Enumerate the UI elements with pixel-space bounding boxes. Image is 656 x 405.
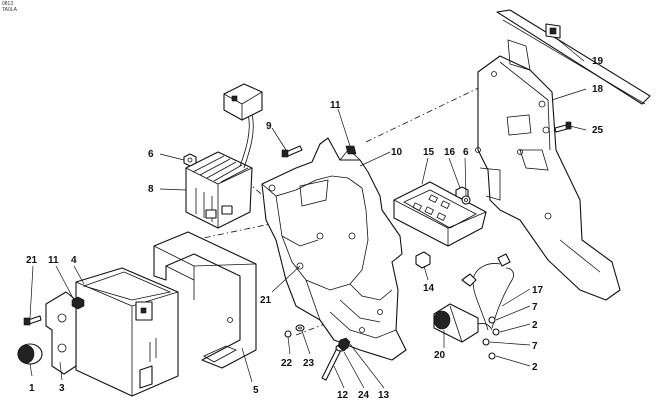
- screw-22: [284, 330, 292, 338]
- diagram-ref-code: 0813: [2, 1, 13, 7]
- callout-23: 23: [303, 358, 315, 369]
- callout-16: 16: [444, 147, 456, 158]
- fuse-box: [393, 181, 487, 247]
- callout-22: 22: [281, 358, 293, 369]
- callout-8: 8: [148, 184, 154, 195]
- callout-15: 15: [423, 147, 435, 158]
- nut-6-left: [183, 153, 197, 167]
- callout-9: 9: [266, 121, 272, 132]
- callout-1: 1: [29, 383, 35, 394]
- callout-12: 12: [337, 390, 349, 401]
- side-bracket: [45, 291, 77, 375]
- callout-21-mid: 21: [260, 295, 272, 306]
- callouts: 19 18 25 11 9 6 8 10 15 16 6 14 21 21 11…: [26, 56, 604, 401]
- starter-relay: [433, 303, 493, 343]
- leader-lines: [29, 37, 587, 389]
- callout-11-top: 11: [330, 100, 341, 111]
- callout-2-upper: 2: [532, 320, 538, 331]
- callout-3: 3: [59, 383, 65, 394]
- callout-7-upper: 7: [532, 302, 538, 313]
- electrical-tray: [261, 137, 407, 361]
- terminal-hardware: [482, 316, 500, 360]
- callout-19: 19: [592, 56, 604, 67]
- top-rail: [496, 9, 651, 105]
- callout-2-lower: 2: [532, 362, 538, 373]
- callout-21-left: 21: [26, 255, 38, 266]
- relay-wiring-17: [461, 253, 514, 331]
- callout-13: 13: [378, 390, 390, 401]
- battery-cover: [75, 267, 179, 397]
- callout-7-lower: 7: [532, 341, 538, 352]
- nut-13: [337, 337, 351, 351]
- callout-4: 4: [71, 255, 77, 266]
- screw-9: [281, 145, 303, 158]
- callout-18: 18: [592, 84, 604, 95]
- nut-11-left: [71, 296, 85, 310]
- clip-11-upper: [345, 145, 357, 155]
- callout-17: 17: [532, 285, 544, 296]
- regulator-harness: [223, 83, 263, 169]
- callout-14: 14: [423, 283, 435, 294]
- callout-24: 24: [358, 390, 370, 401]
- grommet-14: [415, 251, 431, 269]
- callout-20: 20: [434, 350, 446, 361]
- callout-11-left: 11: [48, 255, 59, 266]
- callout-5: 5: [253, 385, 259, 396]
- screw-21-left: [23, 315, 42, 326]
- mounting-bracket: [475, 39, 621, 301]
- callout-10: 10: [391, 147, 403, 158]
- screw-25: [554, 121, 572, 133]
- callout-25: 25: [592, 125, 604, 136]
- callout-6-left: 6: [148, 149, 154, 160]
- washer-6-right: [461, 195, 471, 205]
- voltage-regulator: [185, 151, 253, 229]
- battery-bracket: [153, 231, 257, 369]
- cap-1: [17, 343, 43, 365]
- diagram-ref-suffix: TA0LA: [2, 7, 18, 13]
- washer-23: [295, 324, 305, 332]
- callout-6-right: 6: [463, 147, 469, 158]
- alignment-line-bracket: [365, 79, 496, 143]
